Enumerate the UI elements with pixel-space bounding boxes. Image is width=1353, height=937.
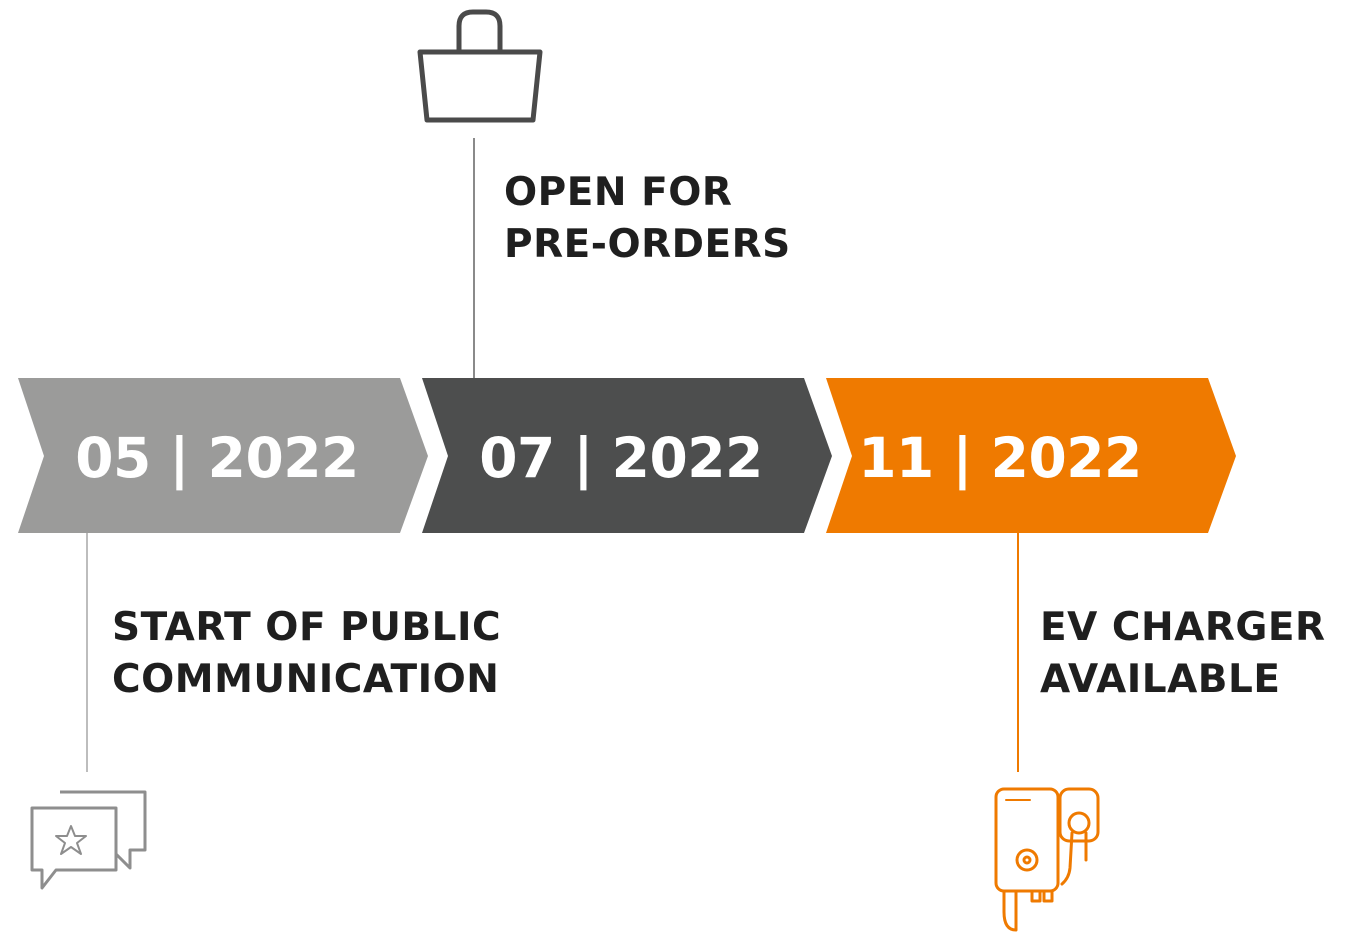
milestone-line-1: START OF PUBLIC xyxy=(112,605,502,650)
date-label-step-1: 05 | 2022 xyxy=(75,426,359,490)
milestone-line-2: COMMUNICATION xyxy=(112,657,500,702)
date-label-step-3: 11 | 2022 xyxy=(858,426,1142,490)
milestone-line-2: AVAILABLE xyxy=(1040,657,1281,702)
chevron-step-1 xyxy=(18,378,428,533)
milestone-text-step-2: OPEN FOR PRE-ORDERS xyxy=(504,167,791,271)
chevron-step-2 xyxy=(422,378,832,533)
date-label-step-2: 07 | 2022 xyxy=(479,426,763,490)
chevron-step-3 xyxy=(826,378,1236,533)
milestone-line-1: EV CHARGER xyxy=(1040,605,1326,650)
ev-charger-icon xyxy=(994,787,1100,932)
milestone-text-step-1: START OF PUBLIC COMMUNICATION xyxy=(112,602,501,706)
shopping-bag-icon xyxy=(417,9,543,123)
speech-bubbles-star-icon xyxy=(30,790,147,890)
milestone-line-2: PRE-ORDERS xyxy=(504,222,791,267)
milestone-line-1: OPEN FOR xyxy=(504,170,733,215)
milestone-text-step-3: EV CHARGER AVAILABLE xyxy=(1040,602,1326,706)
